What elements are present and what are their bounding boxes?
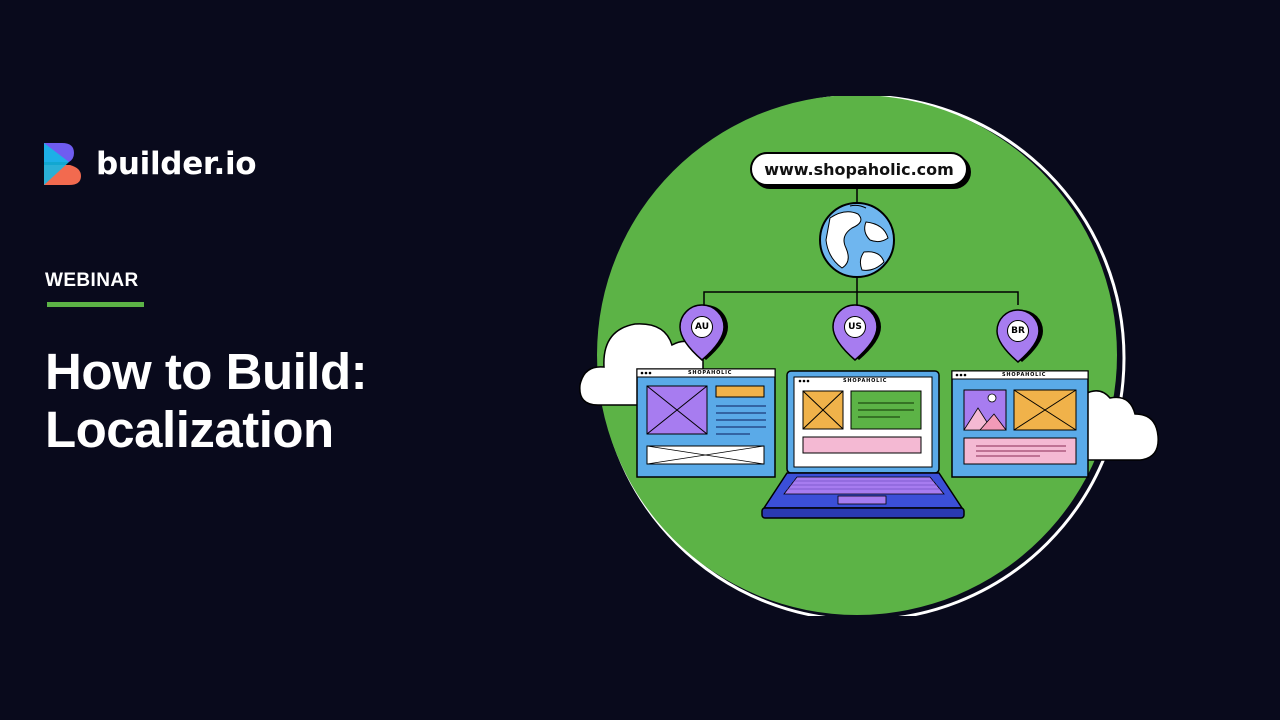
cloud-right-icon: [1084, 390, 1159, 461]
brand-name: builder.io: [96, 146, 257, 182]
browser-window-left: [636, 368, 776, 478]
page-title: How to Build: Localization: [45, 343, 368, 459]
webinar-label: WEBINAR: [45, 270, 139, 291]
browser-window-right: [951, 370, 1089, 478]
localization-illustration: [579, 96, 1159, 616]
title-line-2: Localization: [45, 401, 334, 458]
pin-label-us: US: [844, 316, 866, 338]
laptop-icon: [761, 370, 965, 519]
connector-lines: [703, 186, 1019, 305]
pin-label-br: BR: [1007, 320, 1029, 342]
globe-icon: [819, 202, 895, 278]
builder-logo-icon: [44, 143, 81, 185]
pin-label-au: AU: [691, 316, 713, 338]
store-name-left: SHOPAHOLIC: [688, 370, 733, 376]
store-name-right: SHOPAHOLIC: [1002, 372, 1047, 378]
store-name-laptop: SHOPAHOLIC: [843, 378, 888, 384]
title-line-1: How to Build:: [45, 343, 368, 400]
kicker-underline: [47, 302, 144, 307]
builder-logo[interactable]: builder.io: [44, 143, 257, 185]
url-bar: www.shopaholic.com: [750, 152, 968, 186]
